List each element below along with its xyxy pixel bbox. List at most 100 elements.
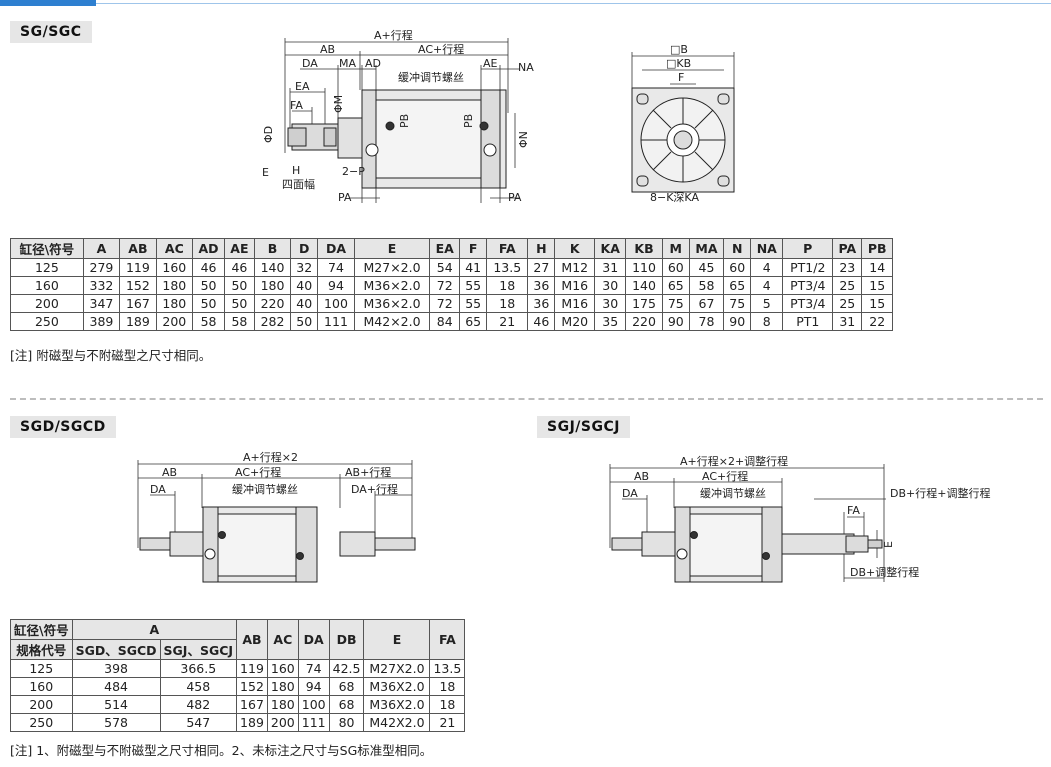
dim-pa-right: PA	[508, 191, 522, 204]
dim-phi-n: ΦN	[517, 131, 530, 148]
table-cell: 160	[266, 659, 299, 678]
section-label-sgd: SGD/SGCD	[10, 416, 116, 438]
dim-ab-3: AB	[634, 470, 649, 483]
sgd-th-a-sgj: SGJ、SGCJ	[159, 639, 238, 660]
table-cell: 279	[82, 258, 121, 277]
dim-e-3: E	[882, 541, 895, 548]
table-cell: 74	[317, 258, 355, 277]
table-cell: 200	[10, 695, 73, 714]
sg-th-ka: KA	[594, 238, 627, 259]
table-row: 125 398 366.5 119 160 74 42.5 M27X2.0 13…	[10, 659, 466, 678]
table-cell: 152	[236, 677, 268, 696]
sg-th-e: E	[353, 238, 431, 259]
table-row: 160 332 152 180 50 50 180 40 94 M36×2.0 …	[10, 276, 893, 295]
table-cell: 42.5	[328, 659, 365, 678]
table-cell: 55	[459, 294, 488, 313]
sgd-cylinder-diagram: A+行程×2 AB AC+行程 AB+行程 DA DA+行程 缓冲调节螺丝	[137, 451, 416, 583]
sg-th-ac: AC	[155, 238, 194, 259]
dim-da: DA	[302, 57, 318, 70]
table-cell: 100	[297, 695, 330, 714]
sgd-th-a: A	[71, 619, 238, 640]
table-cell: 547	[159, 713, 238, 732]
section-label-sg: SG/SGC	[10, 21, 92, 43]
label-cushion-screw: 缓冲调节螺丝	[398, 70, 464, 84]
table-cell: 40	[290, 294, 319, 313]
sg-th-kb: KB	[625, 238, 663, 259]
table-cell: 90	[661, 312, 690, 331]
table-cell: 200	[155, 312, 194, 331]
table-cell: 23	[832, 258, 863, 277]
table-cell: 484	[71, 677, 161, 696]
sg-th-m: M	[661, 238, 690, 259]
dim-db-adj: DB+调整行程	[850, 565, 919, 579]
table-cell: M16	[554, 294, 596, 313]
sg-th-ma: MA	[688, 238, 725, 259]
sg-th-pa: PA	[832, 238, 863, 259]
label-cushion-screw-2: 缓冲调节螺丝	[232, 482, 298, 496]
table-cell: 282	[253, 312, 292, 331]
table-row: 125 279 119 160 46 46 140 32 74 M27×2.0 …	[10, 258, 893, 277]
sg-th-fa: FA	[486, 238, 529, 259]
dim-ab-2: AB	[162, 466, 177, 479]
table-cell: M42X2.0	[363, 713, 431, 732]
table-cell: 366.5	[159, 659, 238, 678]
table-cell: M36×2.0	[353, 276, 431, 295]
table-cell: 45	[688, 258, 725, 277]
table-cell: 180	[155, 294, 194, 313]
table-cell: 58	[192, 312, 225, 331]
table-cell: 36	[527, 276, 556, 295]
table-cell: M27X2.0	[363, 659, 431, 678]
table-cell: 14	[861, 258, 893, 277]
sg-th-ae: AE	[224, 238, 255, 259]
dim-f: F	[678, 71, 684, 84]
table-row: 200 347 167 180 50 50 220 40 100 M36×2.0…	[10, 294, 893, 313]
table-cell: M36X2.0	[363, 695, 431, 714]
table-cell: 140	[625, 276, 663, 295]
table-cell: 111	[297, 713, 330, 732]
table-cell: 32	[290, 258, 319, 277]
table-cell: 41	[459, 258, 488, 277]
dim-a-stroke: A+行程	[374, 29, 413, 42]
table-cell: 72	[429, 294, 461, 313]
table-cell: 58	[224, 312, 255, 331]
table-cell: 189	[119, 312, 157, 331]
table-cell: 65	[459, 312, 488, 331]
sg-th-na: NA	[750, 238, 784, 259]
dim-h: H	[292, 164, 300, 177]
table-cell: 167	[236, 695, 268, 714]
table-cell: 90	[723, 312, 752, 331]
table-cell: 21	[429, 713, 466, 732]
table-cell: 398	[71, 659, 161, 678]
table-cell: 4	[750, 276, 784, 295]
table-cell: 25	[832, 294, 863, 313]
table-cell: 578	[71, 713, 161, 732]
table-cell: 68	[328, 695, 365, 714]
sg-th-d: D	[290, 238, 319, 259]
table-cell: 15	[861, 276, 893, 295]
table-cell: 18	[486, 276, 529, 295]
table-cell: 180	[266, 695, 299, 714]
sgd-table-header-row-2: 规格代号 SGD、SGCD SGJ、SGCJ	[10, 639, 465, 660]
sg-th-ab: AB	[119, 238, 157, 259]
table-cell: 80	[328, 713, 365, 732]
table-cell: 167	[119, 294, 157, 313]
section-divider	[10, 398, 1043, 400]
table-cell: 50	[192, 276, 225, 295]
table-cell: 5	[750, 294, 784, 313]
table-cell: 25	[832, 276, 863, 295]
table-cell: 31	[594, 258, 627, 277]
table-cell: 27	[527, 258, 556, 277]
table-cell: 125	[10, 659, 73, 678]
dim-square-b: □B	[670, 43, 688, 56]
table-cell: M36X2.0	[363, 677, 431, 696]
sg-table-header-row: 缸径\符号 A AB AC AD AE B D DA E EA F FA H K…	[10, 238, 893, 259]
table-cell: 250	[10, 713, 73, 732]
table-row: 160 484 458 152 180 94 68 M36X2.0 18	[10, 677, 466, 696]
table-cell: 200	[10, 294, 84, 313]
top-accent-bar	[0, 0, 1051, 7]
table-cell: 50	[224, 276, 255, 295]
table-cell: 54	[429, 258, 461, 277]
dim-a-total: A+行程×2+调整行程	[680, 454, 788, 468]
section-label-sgj: SGJ/SGCJ	[537, 416, 630, 438]
table-cell: 110	[625, 258, 663, 277]
